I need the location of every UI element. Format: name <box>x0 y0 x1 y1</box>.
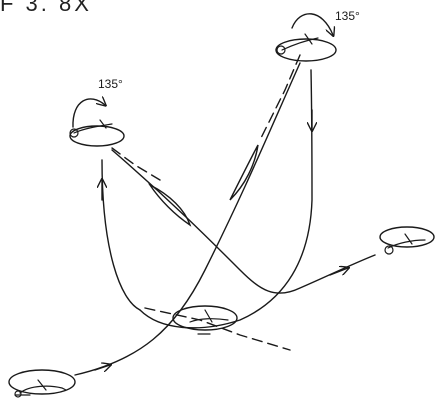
heli-right-top <box>276 33 319 55</box>
rotor-right-top <box>275 38 337 62</box>
arrow-exit <box>329 268 348 276</box>
lens-right <box>229 144 259 201</box>
turn-arrow-right <box>291 13 333 35</box>
figure-label: F 3. 8X <box>0 0 92 16</box>
dashed-right-guide <box>259 54 301 141</box>
rotor-start <box>8 369 76 395</box>
lens-left <box>147 183 192 227</box>
arrow-start <box>94 365 110 370</box>
left-turn-angle-label: 135° <box>98 77 123 91</box>
rotor-right <box>379 226 435 248</box>
path-start-to-right-top <box>74 62 301 376</box>
heli-right <box>384 233 426 255</box>
turn-arrow-left <box>72 99 105 128</box>
rotor-center <box>172 305 238 331</box>
path-left-climb <box>101 159 141 311</box>
heli-start <box>14 379 67 398</box>
dashed-left-guide <box>111 147 161 181</box>
path-left-exit <box>111 149 376 294</box>
heli-left-top <box>69 119 113 138</box>
right-turn-angle-label: 135° <box>335 9 360 23</box>
heli-center <box>189 309 229 335</box>
rotor-left-top <box>69 125 125 147</box>
